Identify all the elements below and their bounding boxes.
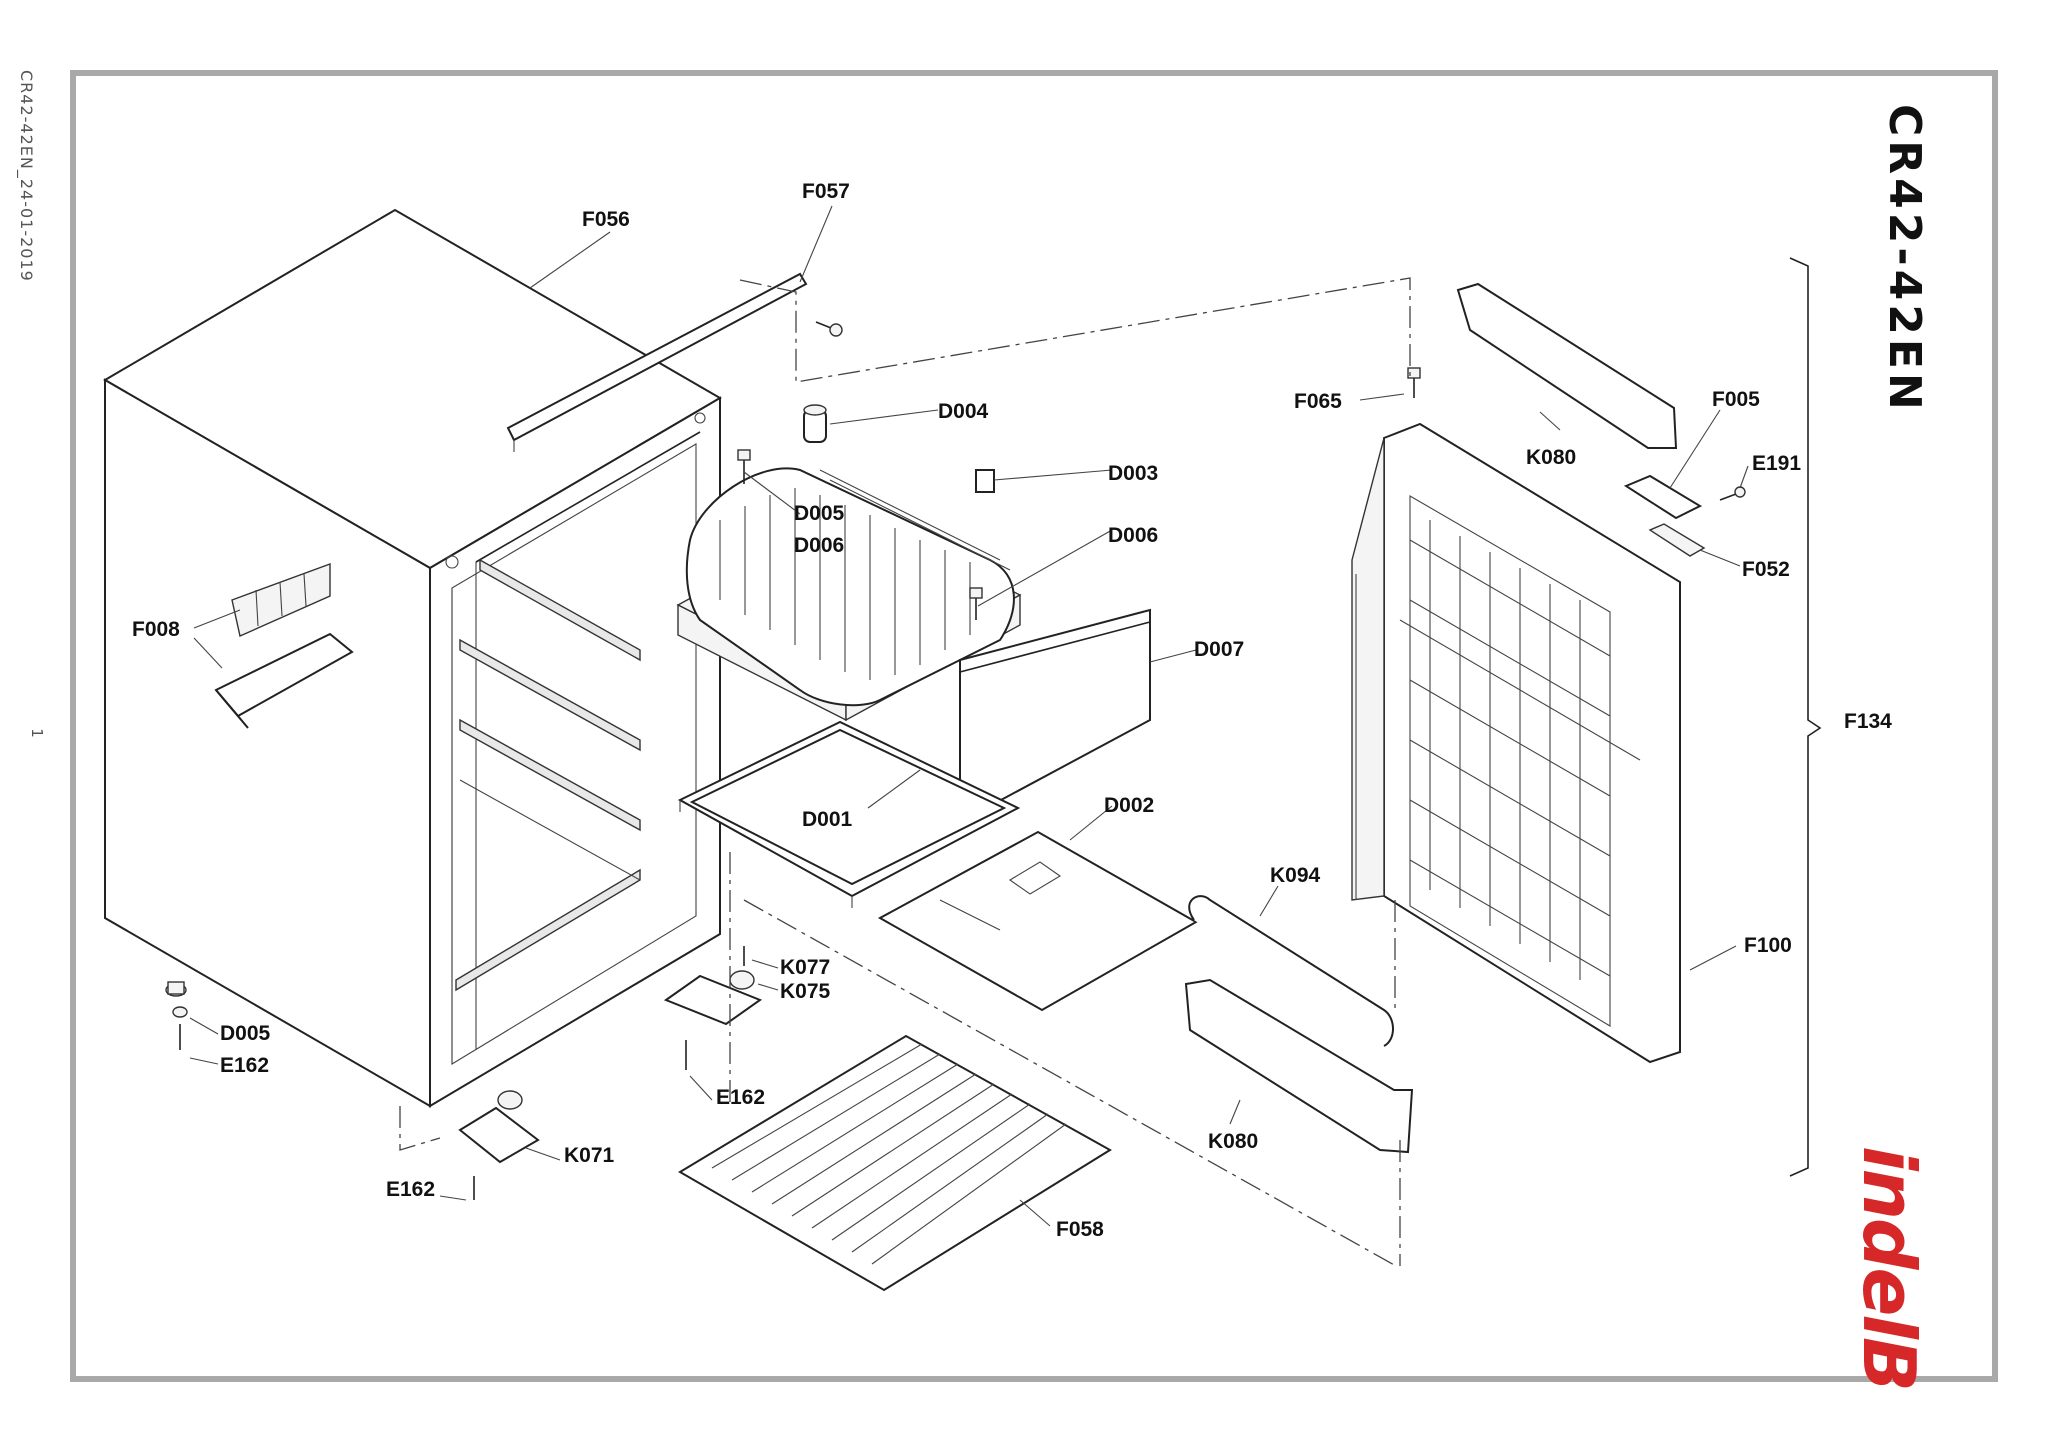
part-label: E162 xyxy=(716,1086,765,1109)
part-label: D003 xyxy=(1108,462,1158,485)
cooling-unit-drawing xyxy=(676,467,1022,722)
part-label: K071 xyxy=(564,1144,615,1167)
door-cover-upper-part xyxy=(1456,282,1678,449)
part-label: D006 xyxy=(1108,524,1158,547)
lock-assembly-part xyxy=(1623,474,1746,557)
part-label: E191 xyxy=(1752,452,1801,475)
part-label: F005 xyxy=(1712,388,1760,411)
door-drawing xyxy=(1351,422,1681,1064)
door-handle-part xyxy=(1188,895,1394,1047)
part-label: F008 xyxy=(132,618,180,641)
part-label: F100 xyxy=(1744,934,1792,957)
top-strip-part xyxy=(506,272,808,442)
part-label: D007 xyxy=(1194,638,1244,661)
part-label: F058 xyxy=(1056,1218,1104,1241)
part-label: K080 xyxy=(1208,1130,1258,1153)
leader-lines xyxy=(189,205,1749,1227)
part-label: F056 xyxy=(582,208,630,231)
part-label: D005 xyxy=(794,502,845,525)
part-label: F065 xyxy=(1294,390,1342,413)
part-label: D001 xyxy=(802,808,853,831)
part-label: D005 xyxy=(220,1022,271,1045)
door-assembly-bracket xyxy=(1789,257,1822,1177)
screw-icon xyxy=(737,449,751,484)
part-label: K080 xyxy=(1526,446,1576,469)
part-label: F134 xyxy=(1844,710,1892,733)
basket-part xyxy=(214,562,354,729)
cylinder-part xyxy=(803,404,827,443)
part-label: F052 xyxy=(1742,558,1790,581)
door-cover-lower-part xyxy=(1184,978,1414,1154)
part-labels: F056 F057 D004 D003 D005 D006 D006 D007 … xyxy=(132,180,1892,1241)
screw-icon xyxy=(815,321,843,337)
screw-icon xyxy=(1407,367,1421,398)
part-label: D002 xyxy=(1104,794,1154,817)
feet-and-hinges-drawing xyxy=(165,946,763,1200)
part-label: F057 xyxy=(802,180,850,203)
clip-part xyxy=(975,469,995,493)
assembly-guide-lines xyxy=(399,277,1411,1267)
grid-shelf-part xyxy=(678,1034,1112,1292)
drawing-frame xyxy=(70,70,1998,1382)
part-label: K077 xyxy=(780,956,830,979)
screw-icon xyxy=(969,587,983,620)
part-label: D006 xyxy=(794,534,844,557)
part-label: E162 xyxy=(386,1178,435,1201)
cabinet-drawing xyxy=(103,208,722,1108)
part-label: K075 xyxy=(780,980,831,1003)
tray-part xyxy=(877,830,1199,1012)
part-label: E162 xyxy=(220,1054,269,1077)
panel-part xyxy=(959,608,1151,824)
frame-part xyxy=(677,720,1021,908)
part-label: K094 xyxy=(1270,864,1321,887)
part-label: D004 xyxy=(938,400,989,423)
